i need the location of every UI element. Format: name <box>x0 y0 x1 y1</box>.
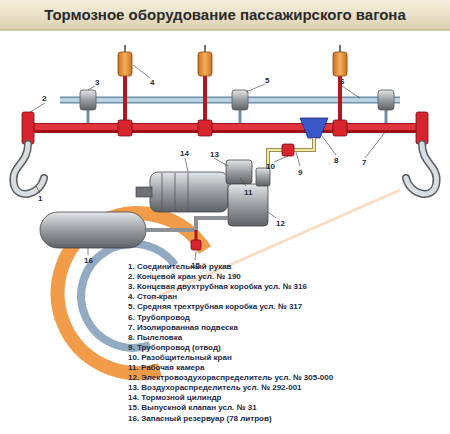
callout-number: 9 <box>298 168 302 177</box>
callout-number: 5 <box>265 76 269 85</box>
key-entry: 14. Тормозной цилиндр <box>128 393 221 402</box>
callout-number: 14 <box>180 149 189 158</box>
callout-number: 4 <box>150 78 154 87</box>
key-entry: 3. Концевая двухтрубная коробка усл. № 3… <box>128 282 307 291</box>
key-entry: 5. Средняя трехтрубная коробка усл. № 31… <box>128 302 302 311</box>
key-entry: 1. Соединительный рукав <box>128 262 232 271</box>
callout-number: 12 <box>276 219 285 228</box>
key-entry: 8. Пылеловка <box>128 333 182 342</box>
key-entry: 10. Разобщительный кран <box>128 353 232 362</box>
key-entry: 11. Рабочая камера <box>128 363 204 372</box>
key-entry: 9. Трубопровод (отвод) <box>128 343 221 352</box>
callout-number: 16 <box>84 256 93 265</box>
callout-number: 2 <box>42 94 46 103</box>
callout-number: 10 <box>266 162 275 171</box>
callout-number: 3 <box>95 78 99 87</box>
key-entry: 15. Выпускной клапан усл. № 31 <box>128 403 257 412</box>
callout-number: 11 <box>244 188 252 197</box>
key-entry: 12. Электровоздухораспределитель усл. № … <box>128 373 333 382</box>
callout-number: 6 <box>340 77 344 86</box>
key-entry: 6. Трубопровод <box>128 313 190 322</box>
callout-number: 1 <box>38 194 42 203</box>
callout-number: 13 <box>210 150 219 159</box>
key-entry: 7. Изолированная подвеска <box>128 323 238 332</box>
key-entry: 16. Запасный резервуар (78 литров) <box>128 414 272 423</box>
key-entry: 13. Воздухораспределитель усл. № 292-001 <box>128 383 302 392</box>
key-entry: 4. Стоп-кран <box>128 292 177 301</box>
title-banner: Тормозное оборудование пассажирского ваг… <box>0 0 450 30</box>
key-entry: 2. Концевой кран усл. № 190 <box>128 272 241 281</box>
callout-number: 7 <box>362 158 366 167</box>
callout-number: 8 <box>334 156 338 165</box>
